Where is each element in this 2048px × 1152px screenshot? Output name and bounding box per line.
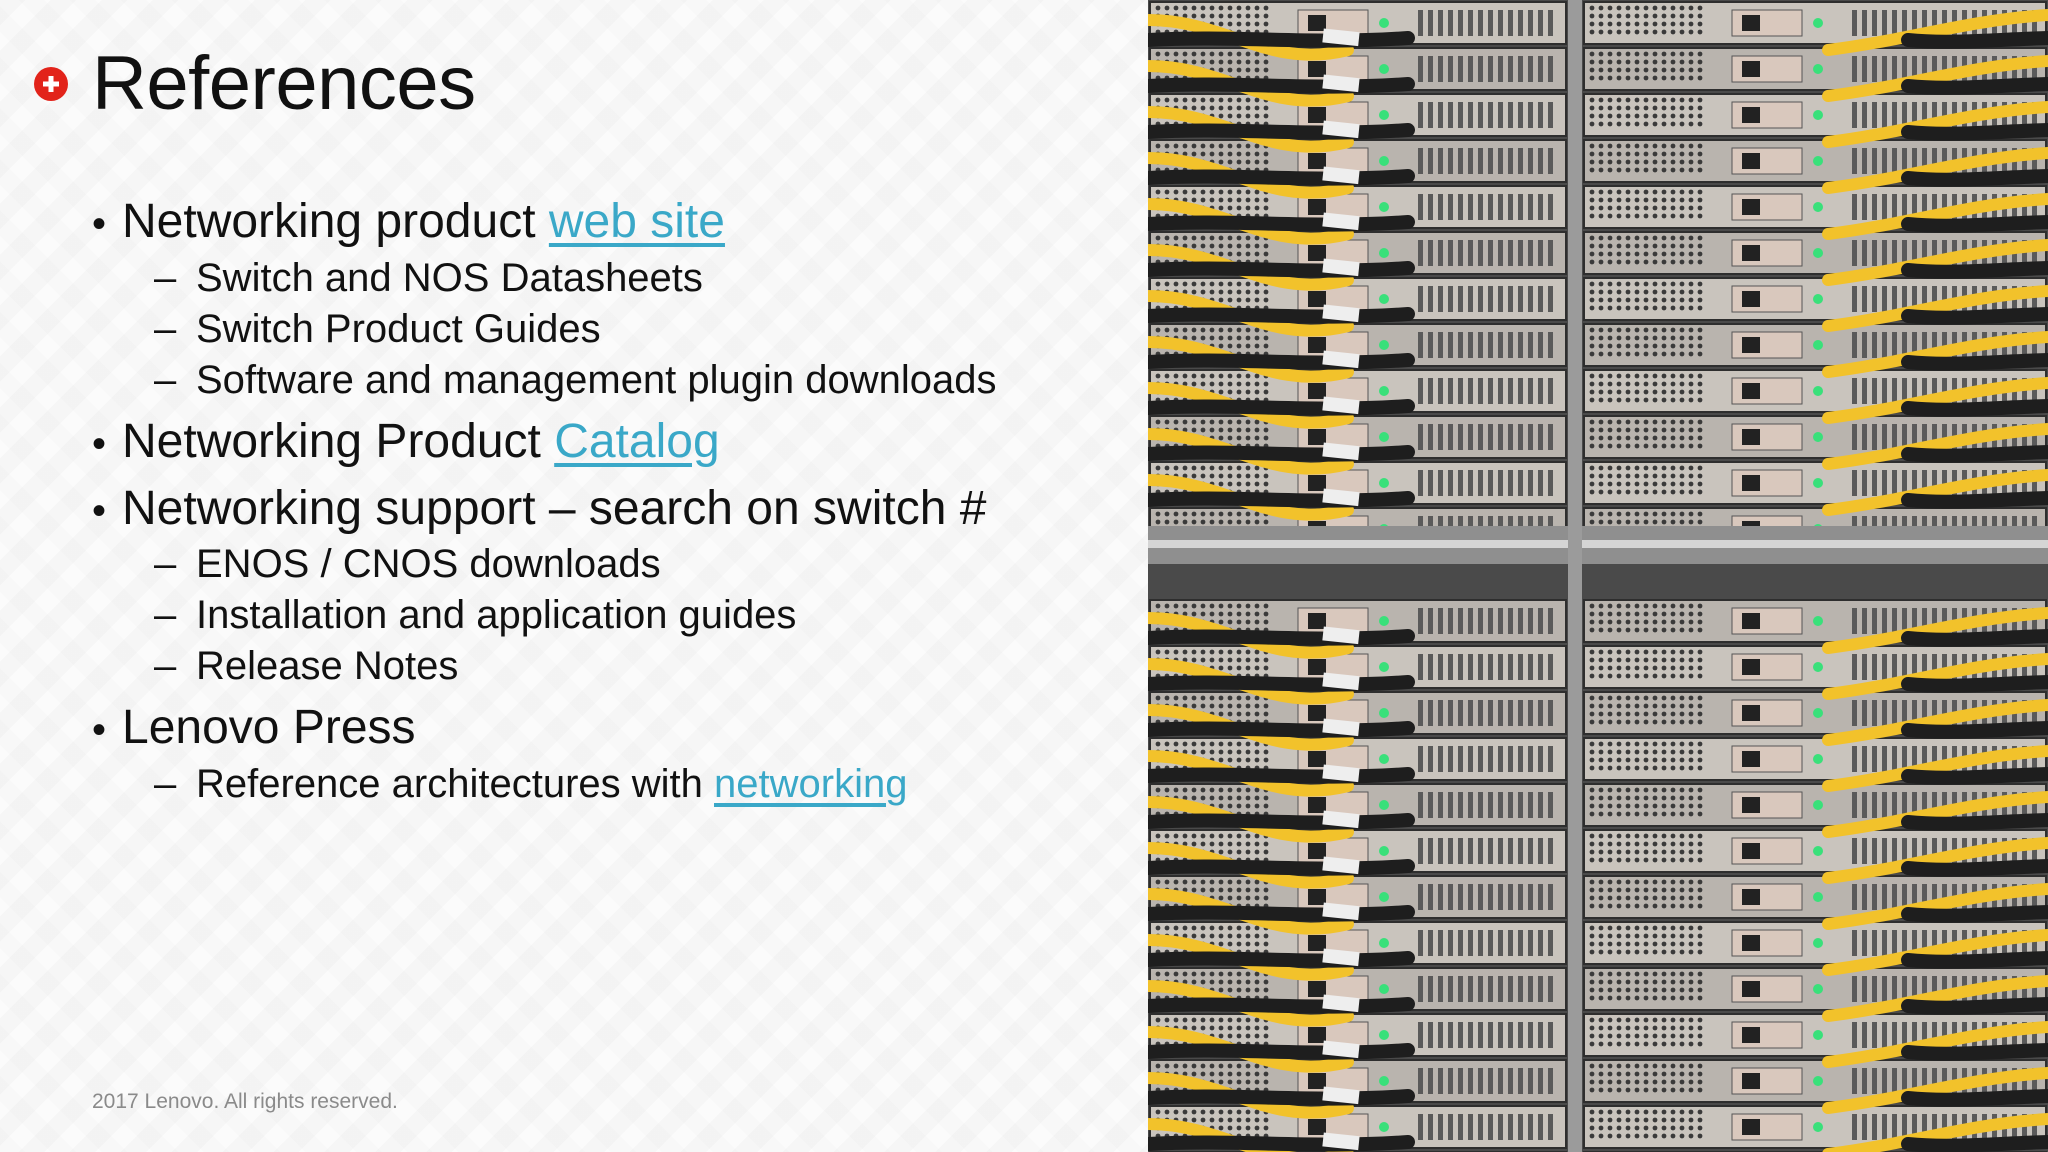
copyright-footer: 2017 Lenovo. All rights reserved. [92, 1090, 398, 1113]
bullet-marker: • [92, 202, 107, 246]
sub-bullet-text: Reference architectures with networking [196, 762, 908, 807]
catalog-link[interactable]: Catalog [554, 414, 720, 468]
web-site-link[interactable]: web site [548, 195, 725, 248]
dash-marker: – [154, 306, 177, 351]
bullet-lenovo-press: • Lenovo Press [92, 702, 1132, 755]
slide-content-panel: References • Networking product web site… [0, 0, 1148, 1152]
title-row: References [34, 46, 476, 122]
sub-bullet-enos-cnos: – ENOS / CNOS downloads [154, 542, 1132, 586]
bullet-text: Networking product web site [122, 195, 725, 248]
page-title: References [92, 41, 476, 126]
sub-bullet-product-guides: – Switch Product Guides [154, 307, 1132, 351]
sub-bullet-software-downloads: – Software and management plugin downloa… [154, 358, 1132, 402]
bullet-marker: • [92, 488, 107, 533]
sub-bullet-text: Switch Product Guides [196, 306, 601, 351]
sub-bullet-install-guides: – Installation and application guides [154, 593, 1132, 637]
server-rack-illustration [1148, 0, 2048, 1152]
plus-icon [34, 67, 68, 101]
sub-bullet-datasheets: – Switch and NOS Datasheets [154, 256, 1132, 300]
sub-bullet-text: Software and management plugin downloads [196, 357, 997, 402]
bullet-list: • Networking product web site – Switch a… [92, 195, 1132, 806]
dash-marker: – [154, 542, 177, 587]
bullet-text: Networking support – search on switch # [122, 481, 987, 535]
dash-marker: – [154, 644, 177, 689]
bullet-text: Lenovo Press [122, 701, 416, 755]
bullet-networking-product: • Networking product web site [92, 195, 1132, 249]
bullet-networking-support: • Networking support – search on switch … [92, 481, 1132, 536]
networking-link[interactable]: networking [714, 762, 908, 807]
sub-bullet-text: Switch and NOS Datasheets [196, 255, 703, 300]
dash-marker: – [154, 255, 177, 300]
bullet-marker: • [92, 708, 107, 753]
bullet-marker: • [92, 421, 107, 466]
bullet-text: Networking Product Catalog [122, 414, 720, 468]
dash-marker: – [154, 357, 177, 402]
sub-bullet-text: ENOS / CNOS downloads [196, 542, 661, 587]
sub-bullet-text: Installation and application guides [196, 593, 797, 638]
sub-bullet-reference-architectures: – Reference architectures with networkin… [154, 762, 1132, 806]
dash-marker: – [154, 593, 177, 638]
dash-marker: – [154, 762, 177, 807]
bullet-networking-catalog: • Networking Product Catalog [92, 414, 1132, 469]
server-rack-photo [1148, 0, 2048, 1152]
sub-bullet-text: Release Notes [196, 644, 459, 689]
sub-bullet-release-notes: – Release Notes [154, 644, 1132, 688]
